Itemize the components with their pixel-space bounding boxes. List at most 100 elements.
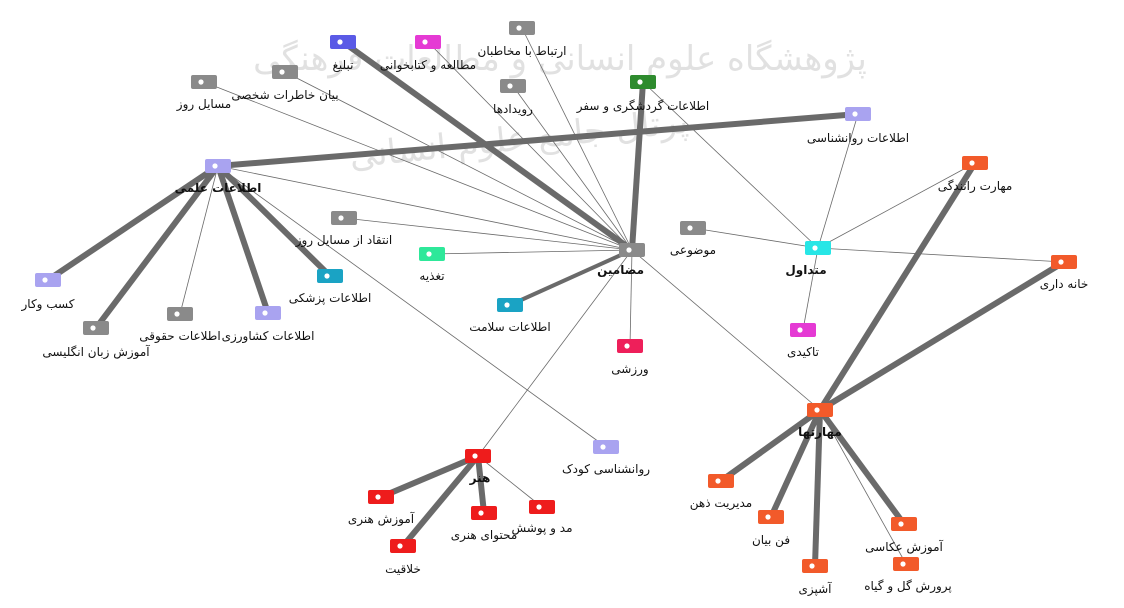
node-label: مهارت رانندگی xyxy=(938,179,1013,194)
node-marker[interactable] xyxy=(497,298,523,312)
node-etelaat_elmi[interactable]: اطلاعات علمی xyxy=(175,159,262,195)
node-parvaresh[interactable]: پرورش گل و گیاه xyxy=(864,557,952,594)
edge-mazamin-varzeshi xyxy=(629,249,633,347)
node-marker[interactable] xyxy=(509,21,535,35)
node-rooydadha[interactable]: رویدادها xyxy=(493,79,533,117)
node-tablighi[interactable]: تبلیغ xyxy=(330,35,356,72)
node-marker-dot-icon xyxy=(900,561,906,567)
node-marker-dot-icon xyxy=(174,311,180,317)
node-mahtava_honari[interactable]: محتوای هنری xyxy=(451,506,518,543)
node-mozooi[interactable]: موضوعی xyxy=(670,221,716,258)
node-marker[interactable] xyxy=(419,247,445,261)
node-marker-dot-icon xyxy=(42,277,48,283)
node-marker[interactable] xyxy=(500,79,526,93)
node-motalee[interactable]: مطالعه و کتابخوانی xyxy=(380,35,476,73)
node-khallaghiat[interactable]: خلاقیت xyxy=(385,539,421,576)
node-marker[interactable] xyxy=(805,241,831,255)
node-masayel_rooz[interactable]: مسایل روز xyxy=(176,75,231,112)
node-kasb[interactable]: کسب وکار xyxy=(21,273,75,312)
node-marker[interactable] xyxy=(680,221,706,235)
node-marker[interactable] xyxy=(368,490,394,504)
node-marker[interactable] xyxy=(619,243,645,257)
node-marker[interactable] xyxy=(593,440,619,454)
edge-mazamin-enteghad xyxy=(343,217,633,251)
node-label: تاکیدی xyxy=(787,345,819,359)
node-varzeshi[interactable]: ورزشی xyxy=(611,339,649,377)
node-label: انتقاد از مسایل روز xyxy=(295,233,393,248)
node-marker[interactable] xyxy=(962,156,988,170)
node-label: مهارتها xyxy=(798,425,842,439)
node-marker[interactable] xyxy=(83,321,109,335)
node-keshavarzi[interactable]: اطلاعات کشاورزی xyxy=(222,306,315,344)
node-ashpazi[interactable]: آشپزی xyxy=(798,559,832,597)
node-marker[interactable] xyxy=(205,159,231,173)
node-marker[interactable] xyxy=(891,517,917,531)
node-marker[interactable] xyxy=(191,75,217,89)
node-mod[interactable]: مد و پوشش xyxy=(511,500,573,536)
node-marker[interactable] xyxy=(272,65,298,79)
node-marker[interactable] xyxy=(331,211,357,225)
node-takidi[interactable]: تاکیدی xyxy=(787,323,819,359)
node-pezeshki[interactable]: اطلاعات پزشکی xyxy=(289,269,372,306)
node-marker[interactable] xyxy=(167,307,193,321)
node-label: تغذیه xyxy=(419,269,444,283)
node-akasi[interactable]: آموزش عکاسی xyxy=(865,517,944,555)
node-marker[interactable] xyxy=(390,539,416,553)
node-motedavel[interactable]: متداول xyxy=(785,241,831,278)
node-bayan[interactable]: بیان خاطرات شخصی xyxy=(231,65,339,103)
node-marker[interactable] xyxy=(758,510,784,524)
node-label: بیان خاطرات شخصی xyxy=(231,88,338,103)
node-marker[interactable] xyxy=(415,35,441,49)
node-fan_bayan[interactable]: فن بیان xyxy=(752,510,790,548)
node-ravanshenasi[interactable]: اطلاعات روانشناسی xyxy=(807,107,909,146)
node-marker[interactable] xyxy=(471,506,497,520)
node-marker[interactable] xyxy=(465,449,491,463)
node-hoghoghi[interactable]: اطلاعات حقوقی xyxy=(139,307,221,344)
node-enteghad[interactable]: انتقاد از مسایل روز xyxy=(295,211,393,248)
node-marker[interactable] xyxy=(630,75,656,89)
node-marker[interactable] xyxy=(529,500,555,514)
node-label: اطلاعات سلامت xyxy=(469,320,550,334)
node-label: تبلیغ xyxy=(333,58,354,72)
node-marker[interactable] xyxy=(802,559,828,573)
node-marker[interactable] xyxy=(807,403,833,417)
edge-motedavel-khanedari xyxy=(817,247,1065,263)
node-zaban[interactable]: آموزش زبان انگلیسی xyxy=(42,321,150,360)
node-marker[interactable] xyxy=(317,269,343,283)
node-marker[interactable] xyxy=(790,323,816,337)
node-marker[interactable] xyxy=(1051,255,1077,269)
node-marker-dot-icon xyxy=(898,521,904,527)
node-marker-dot-icon xyxy=(624,343,630,349)
node-taghzie[interactable]: تغذیه xyxy=(419,247,445,283)
node-marker-dot-icon xyxy=(212,163,218,169)
edge-mazamin-etelaat_elmi xyxy=(217,165,633,251)
node-marker[interactable] xyxy=(617,339,643,353)
node-ravan_koodak[interactable]: روانشناسی کودک xyxy=(562,440,650,477)
node-maharatha[interactable]: مهارتها xyxy=(798,403,842,439)
node-marker-dot-icon xyxy=(262,310,268,316)
node-modiriat_zehn[interactable]: مدیریت ذهن xyxy=(690,474,752,511)
edge-mazamin-honar xyxy=(477,249,633,457)
node-marker[interactable] xyxy=(330,35,356,49)
node-honar[interactable]: هنر xyxy=(465,449,491,485)
node-marker[interactable] xyxy=(845,107,871,121)
node-label: خانه داری xyxy=(1040,277,1089,292)
node-marker-dot-icon xyxy=(426,251,432,257)
node-mazamin[interactable]: مضامین xyxy=(597,243,645,277)
node-marker[interactable] xyxy=(893,557,919,571)
node-salamat[interactable]: اطلاعات سلامت xyxy=(469,298,551,334)
node-label: روانشناسی کودک xyxy=(562,462,650,477)
node-label: اطلاعات کشاورزی xyxy=(222,329,315,344)
node-marker-dot-icon xyxy=(338,215,344,221)
node-khanedari[interactable]: خانه داری xyxy=(1040,255,1089,292)
node-gardeshgari[interactable]: اطلاعات گردشگری و سفر xyxy=(576,75,710,114)
edge-honar-khallaghiat xyxy=(400,454,481,548)
node-marker[interactable] xyxy=(708,474,734,488)
node-ertebat[interactable]: ارتباط با مخاطبان xyxy=(478,21,567,59)
node-rانندگی[interactable]: مهارت رانندگی xyxy=(938,156,1013,194)
node-amoozesh_honari[interactable]: آموزش هنری xyxy=(348,490,415,527)
node-marker[interactable] xyxy=(255,306,281,320)
node-marker[interactable] xyxy=(35,273,61,287)
edge-mazamin-rooydadha xyxy=(512,85,633,251)
